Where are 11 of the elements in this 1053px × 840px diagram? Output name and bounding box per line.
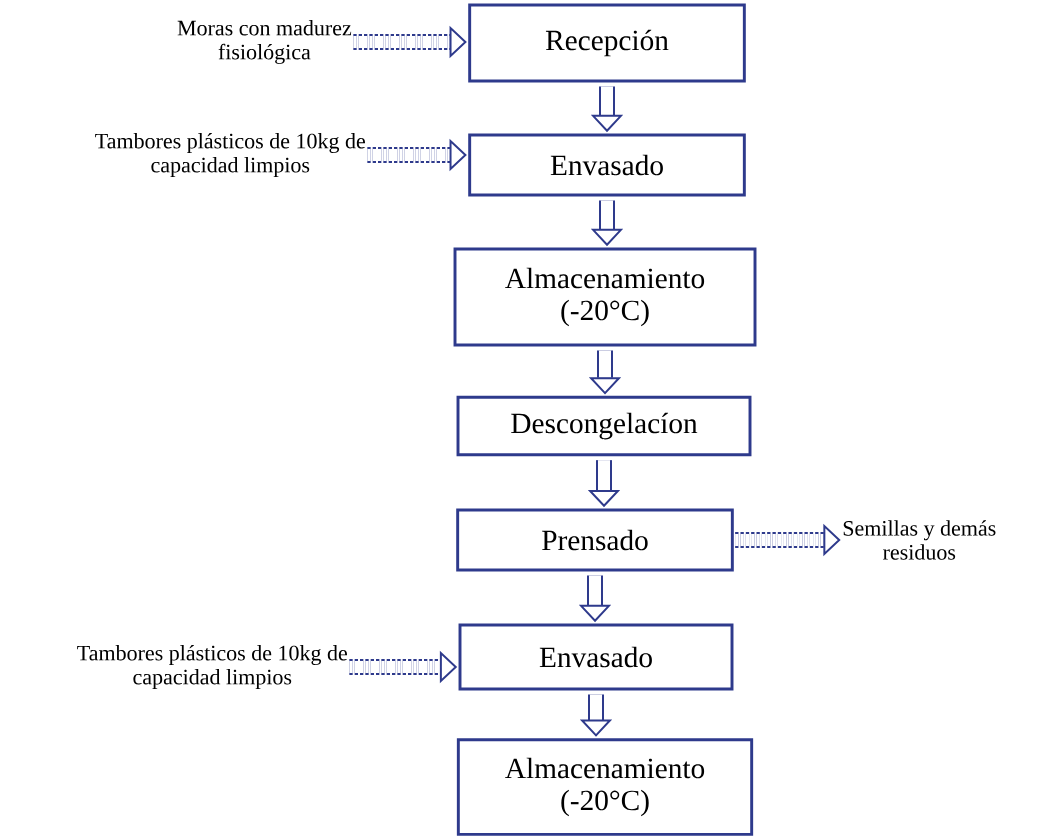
- input-text: Moras con madurez fisiológica: [177, 20, 352, 64]
- process-box: Prensado: [456, 508, 734, 572]
- process-box: Recepción: [468, 3, 746, 83]
- process-box: Descongelacíon: [456, 395, 752, 457]
- input-text: Tambores plásticos de 10kg de capacidad limpios: [95, 133, 365, 177]
- output-text: Semillas y demás residuos: [843, 520, 996, 560]
- process-box: Almacenamiento (-20°C): [453, 247, 757, 347]
- process-box: Envasado: [458, 623, 734, 691]
- process-box: Envasado: [468, 133, 746, 197]
- input-text: Tambores plásticos de 10kg de capacidad limpios: [77, 645, 347, 689]
- process-box: Almacenamiento (-20°C): [456, 738, 754, 836]
